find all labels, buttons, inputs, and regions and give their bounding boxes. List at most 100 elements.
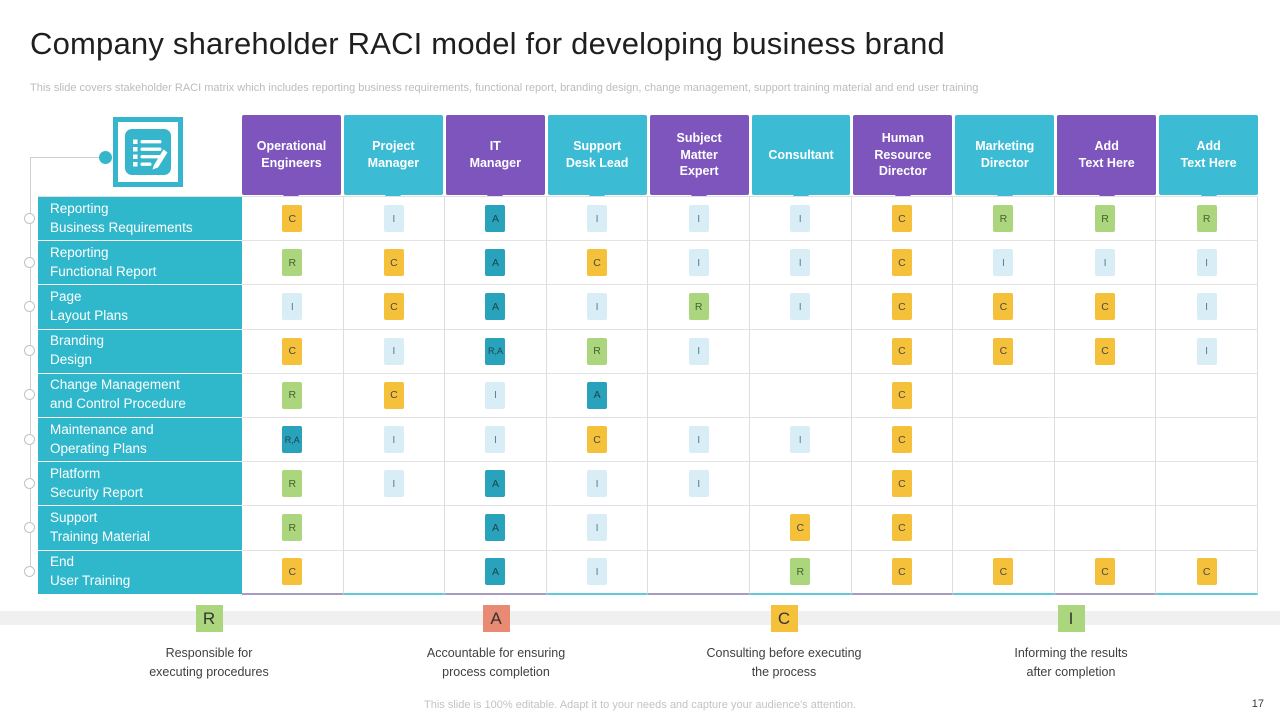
- raci-cell: [1156, 462, 1258, 507]
- raci-cell: A: [445, 285, 547, 330]
- raci-cell: I: [648, 417, 750, 463]
- raci-cell: C: [242, 329, 344, 374]
- raci-cell: R: [749, 550, 852, 595]
- raci-badge: C: [891, 514, 912, 542]
- raci-badge: I: [383, 426, 404, 454]
- legend-badge: I: [1057, 605, 1085, 632]
- raci-cell: C: [343, 373, 446, 418]
- raci-cell: I: [445, 417, 547, 463]
- raci-badge: A: [587, 381, 608, 409]
- raci-cell: R: [242, 373, 344, 418]
- row-connector-circle: [24, 477, 35, 489]
- raci-cell: I: [749, 417, 852, 463]
- raci-cell: C: [242, 550, 344, 595]
- raci-cell: R: [1054, 197, 1157, 242]
- raci-badge: I: [790, 205, 811, 233]
- legend-label: Accountable for ensuring process complet…: [426, 646, 566, 680]
- raci-badge: I: [383, 205, 404, 233]
- raci-cell: [1054, 373, 1157, 418]
- raci-cell: [749, 373, 852, 418]
- raci-cell: I: [343, 417, 446, 463]
- raci-cell: R,A: [242, 417, 344, 463]
- raci-cell: [343, 506, 446, 551]
- row-connector-circle: [24, 566, 35, 578]
- raci-badge: I: [790, 293, 811, 321]
- page-number: 17: [1251, 698, 1264, 710]
- raci-badge: C: [587, 426, 608, 454]
- raci-cell: C: [851, 506, 954, 551]
- legend-item: I Informing the results after completion: [931, 605, 1211, 683]
- raci-cell: C: [546, 241, 649, 286]
- raci-cell: [953, 506, 1055, 551]
- row-header: Page Layout Plans: [38, 285, 242, 330]
- raci-cell: I: [749, 241, 852, 286]
- row-header: Reporting Functional Report: [38, 241, 242, 286]
- raci-cell: C: [953, 329, 1055, 374]
- raci-badge: R: [790, 558, 811, 586]
- raci-cell: I: [648, 241, 750, 286]
- raci-cell: C: [1156, 550, 1258, 595]
- raci-cell: R: [242, 462, 344, 507]
- raci-cell: I: [546, 197, 649, 242]
- raci-cell: [648, 506, 750, 551]
- raci-badge: I: [282, 293, 303, 321]
- raci-cell: A: [445, 197, 547, 242]
- raci-cell: C: [242, 197, 344, 242]
- row-header: Branding Design: [38, 329, 242, 374]
- raci-badge: C: [891, 205, 912, 233]
- raci-badge: A: [485, 514, 506, 542]
- row-connector-circle: [24, 389, 35, 401]
- raci-badge: I: [383, 470, 404, 498]
- raci-badge: I: [485, 381, 506, 409]
- raci-badge: A: [485, 558, 506, 586]
- raci-cell: I: [648, 462, 750, 507]
- column-header: IT Manager: [445, 115, 545, 204]
- legend-label: Informing the results after completion: [1014, 646, 1128, 680]
- raci-cell: C: [851, 197, 954, 242]
- column-header: Add Text Here: [1057, 115, 1157, 204]
- column-header: Add Text Here: [1159, 115, 1259, 204]
- column-header: Support Desk Lead: [547, 115, 647, 204]
- raci-cell: [648, 373, 750, 418]
- footer-note: This slide is 100% editable. Adapt it to…: [424, 699, 856, 711]
- raci-badge: R: [993, 205, 1014, 233]
- raci-badge: I: [993, 249, 1014, 277]
- raci-badge: C: [891, 470, 912, 498]
- raci-badge: R: [688, 293, 709, 321]
- raci-cell: R: [242, 506, 344, 551]
- raci-cell: I: [445, 373, 547, 418]
- raci-cell: C: [749, 506, 852, 551]
- raci-badge: R: [282, 514, 303, 542]
- slide-description: This slide covers stakeholder RACI matri…: [30, 82, 979, 94]
- raci-badge: C: [282, 558, 303, 586]
- raci-cell: [1054, 462, 1157, 507]
- raci-badge: R: [282, 470, 303, 498]
- legend-label: Consulting before executing the process: [706, 646, 862, 680]
- raci-badge: I: [485, 426, 506, 454]
- row-header: Maintenance and Operating Plans: [38, 417, 242, 463]
- row-connector-circle: [24, 345, 35, 357]
- column-header: Human Resource Director: [853, 115, 953, 204]
- raci-cell: I: [343, 462, 446, 507]
- raci-cell: I: [1156, 241, 1258, 286]
- raci-badge: C: [891, 293, 912, 321]
- raci-cell: [1156, 417, 1258, 463]
- raci-badge: A: [485, 249, 506, 277]
- raci-badge: C: [383, 381, 404, 409]
- raci-badge: R: [1095, 205, 1116, 233]
- raci-badge: I: [587, 558, 608, 586]
- raci-cell: I: [1156, 329, 1258, 374]
- raci-badge: I: [790, 426, 811, 454]
- raci-cell: C: [851, 462, 954, 507]
- legend-label: Responsible for executing procedures: [149, 646, 269, 680]
- raci-badge: I: [688, 249, 709, 277]
- raci-badge: R: [1196, 205, 1217, 233]
- raci-badge: I: [688, 337, 709, 365]
- raci-badge: C: [383, 249, 404, 277]
